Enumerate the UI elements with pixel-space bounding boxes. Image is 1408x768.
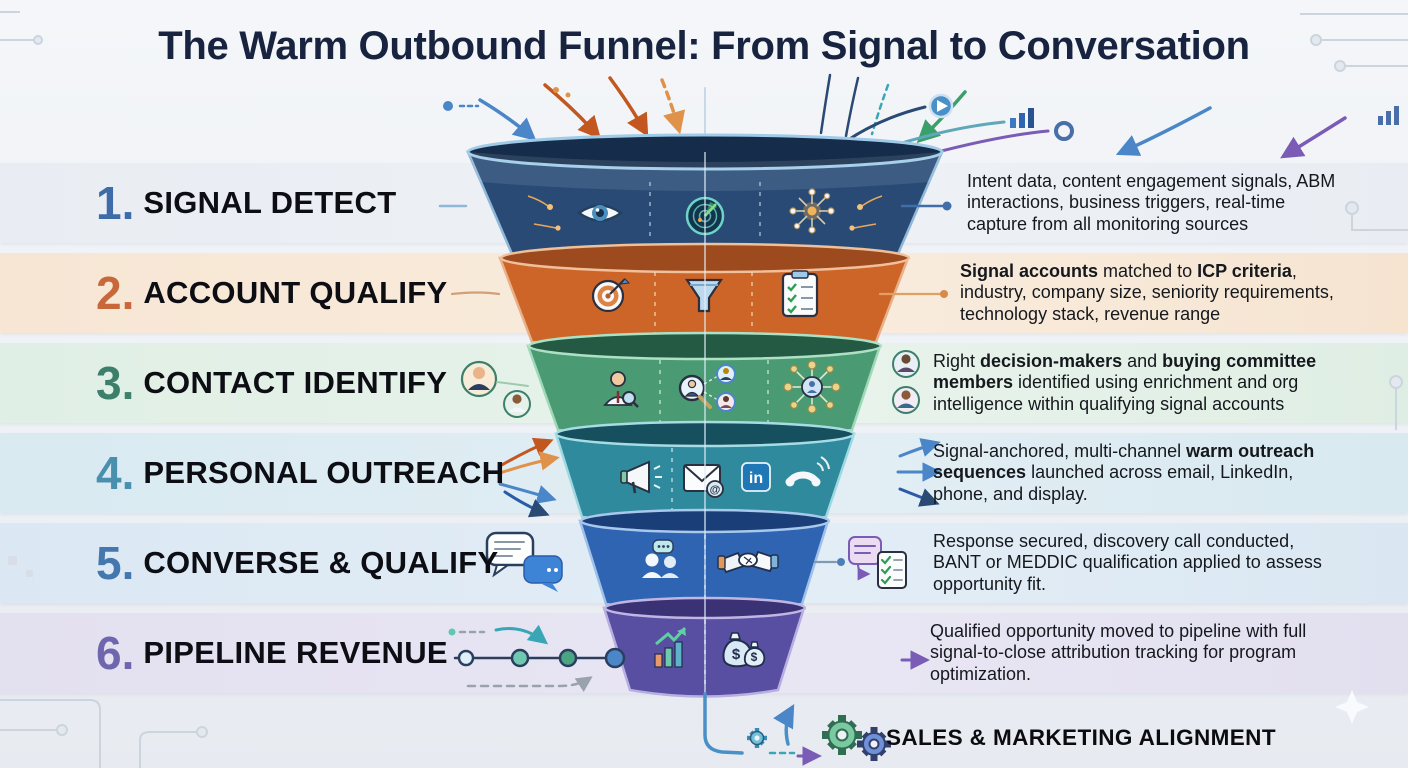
stage-name: PIPELINE REVENUE xyxy=(143,635,448,670)
email-icon: @ xyxy=(683,464,724,498)
svg-text:$: $ xyxy=(732,646,741,663)
avatar xyxy=(503,390,531,418)
gears-icon xyxy=(822,715,891,761)
stage-label-1: 1. SIGNAL DETECT xyxy=(96,163,396,243)
checklist-icon xyxy=(781,270,819,318)
ring-icon xyxy=(1054,121,1074,141)
stage-label-3: 3. CONTACT IDENTIFY xyxy=(96,343,447,423)
circuit-traces xyxy=(0,11,1408,768)
target-icon xyxy=(591,278,631,313)
qualify-cards-icon xyxy=(848,536,907,589)
stage-description-1: Intent data, content engagement signals,… xyxy=(967,171,1336,234)
stage-number: 3. xyxy=(96,357,135,409)
stage-number: 6. xyxy=(96,627,135,679)
eye-icon xyxy=(576,204,624,222)
funnel-outlet xyxy=(703,692,822,766)
stage-label-5: 5. CONVERSE & QUALIFY xyxy=(96,523,498,603)
stage-name: ACCOUNT QUALIFY xyxy=(143,275,448,310)
stage-description-5: Response secured, discovery call conduct… xyxy=(933,531,1322,594)
linkedin-icon: in xyxy=(741,462,771,492)
stage-name: PERSONAL OUTREACH xyxy=(143,455,505,490)
stage-name: SIGNAL DETECT xyxy=(143,185,397,220)
page-title: The Warm Outbound Funnel: From Signal to… xyxy=(158,24,1250,68)
svg-text:$: $ xyxy=(751,650,758,664)
stage-name: CONTACT IDENTIFY xyxy=(143,365,448,400)
person-search-icon xyxy=(603,371,639,408)
stage-label-6: 6. PIPELINE REVENUE xyxy=(96,613,448,693)
stage-description-2: Signal accounts matched to ICP criteria,… xyxy=(960,261,1334,324)
stage-number: 4. xyxy=(96,447,135,499)
stage-description-3: Right decision-makers and buying committ… xyxy=(933,351,1317,414)
sparkle-icon xyxy=(1335,690,1369,724)
signal-network-icon xyxy=(789,188,835,234)
megaphone-icon xyxy=(620,460,662,494)
handshake-icon xyxy=(717,550,779,574)
stage-number: 1. xyxy=(96,177,135,229)
growth-chart-icon xyxy=(654,626,687,668)
funnel: @ in xyxy=(466,133,944,698)
avatar xyxy=(460,360,498,398)
avatar xyxy=(892,386,920,414)
footer-label: SALES & MARKETING ALIGNMENT xyxy=(886,725,1276,750)
stage-label-2: 2. ACCOUNT QUALIFY xyxy=(96,253,448,333)
spark-dots xyxy=(527,195,883,231)
play-icon xyxy=(928,93,954,119)
chat-people-icon xyxy=(642,539,679,578)
stage-number: 2. xyxy=(96,267,135,319)
svg-text:@: @ xyxy=(710,484,721,496)
money-bags-icon: $ $ xyxy=(722,632,766,668)
stage-number: 5. xyxy=(96,537,135,589)
stage-description-4: Signal-anchored, multi-channel warm outr… xyxy=(933,441,1315,504)
stage-description-6: Qualified opportunity moved to pipeline … xyxy=(930,621,1307,684)
bar-chart-icon xyxy=(1010,108,1034,128)
org-network-icon xyxy=(783,360,841,414)
row-connectors xyxy=(438,201,952,692)
phone-icon xyxy=(785,456,830,487)
svg-text:in: in xyxy=(749,470,763,487)
small-gear-icon xyxy=(747,728,767,748)
mini-bar-chart-decor-icon xyxy=(1378,106,1399,125)
stage-name: CONVERSE & QUALIFY xyxy=(143,545,499,580)
avatar xyxy=(892,350,920,378)
speech-bubbles-icon xyxy=(485,531,563,592)
stage-label-4: 4. PERSONAL OUTREACH xyxy=(96,433,504,513)
